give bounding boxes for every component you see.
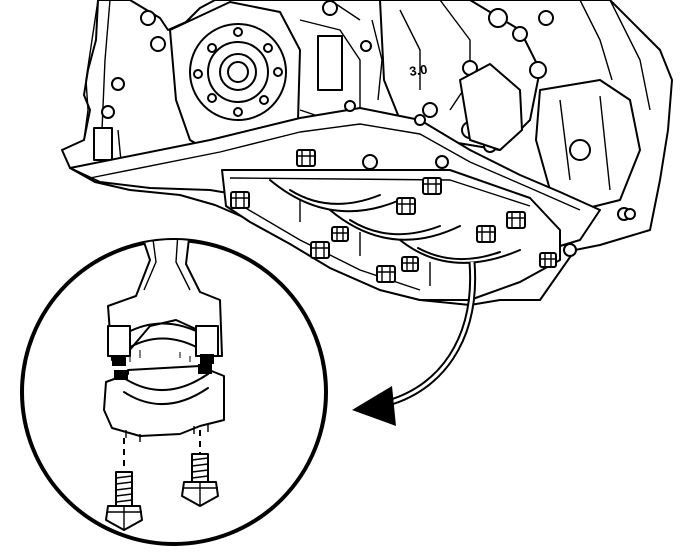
- cap-bolt-icon: [230, 149, 557, 283]
- cap-bolt-icon: [105, 453, 219, 531]
- rod-cap-icon: [103, 364, 225, 442]
- connecting-rod-icon: [107, 240, 223, 366]
- arrow-icon: [352, 261, 477, 426]
- detail-view: [20, 238, 328, 546]
- part-label: 3.0: [408, 62, 428, 79]
